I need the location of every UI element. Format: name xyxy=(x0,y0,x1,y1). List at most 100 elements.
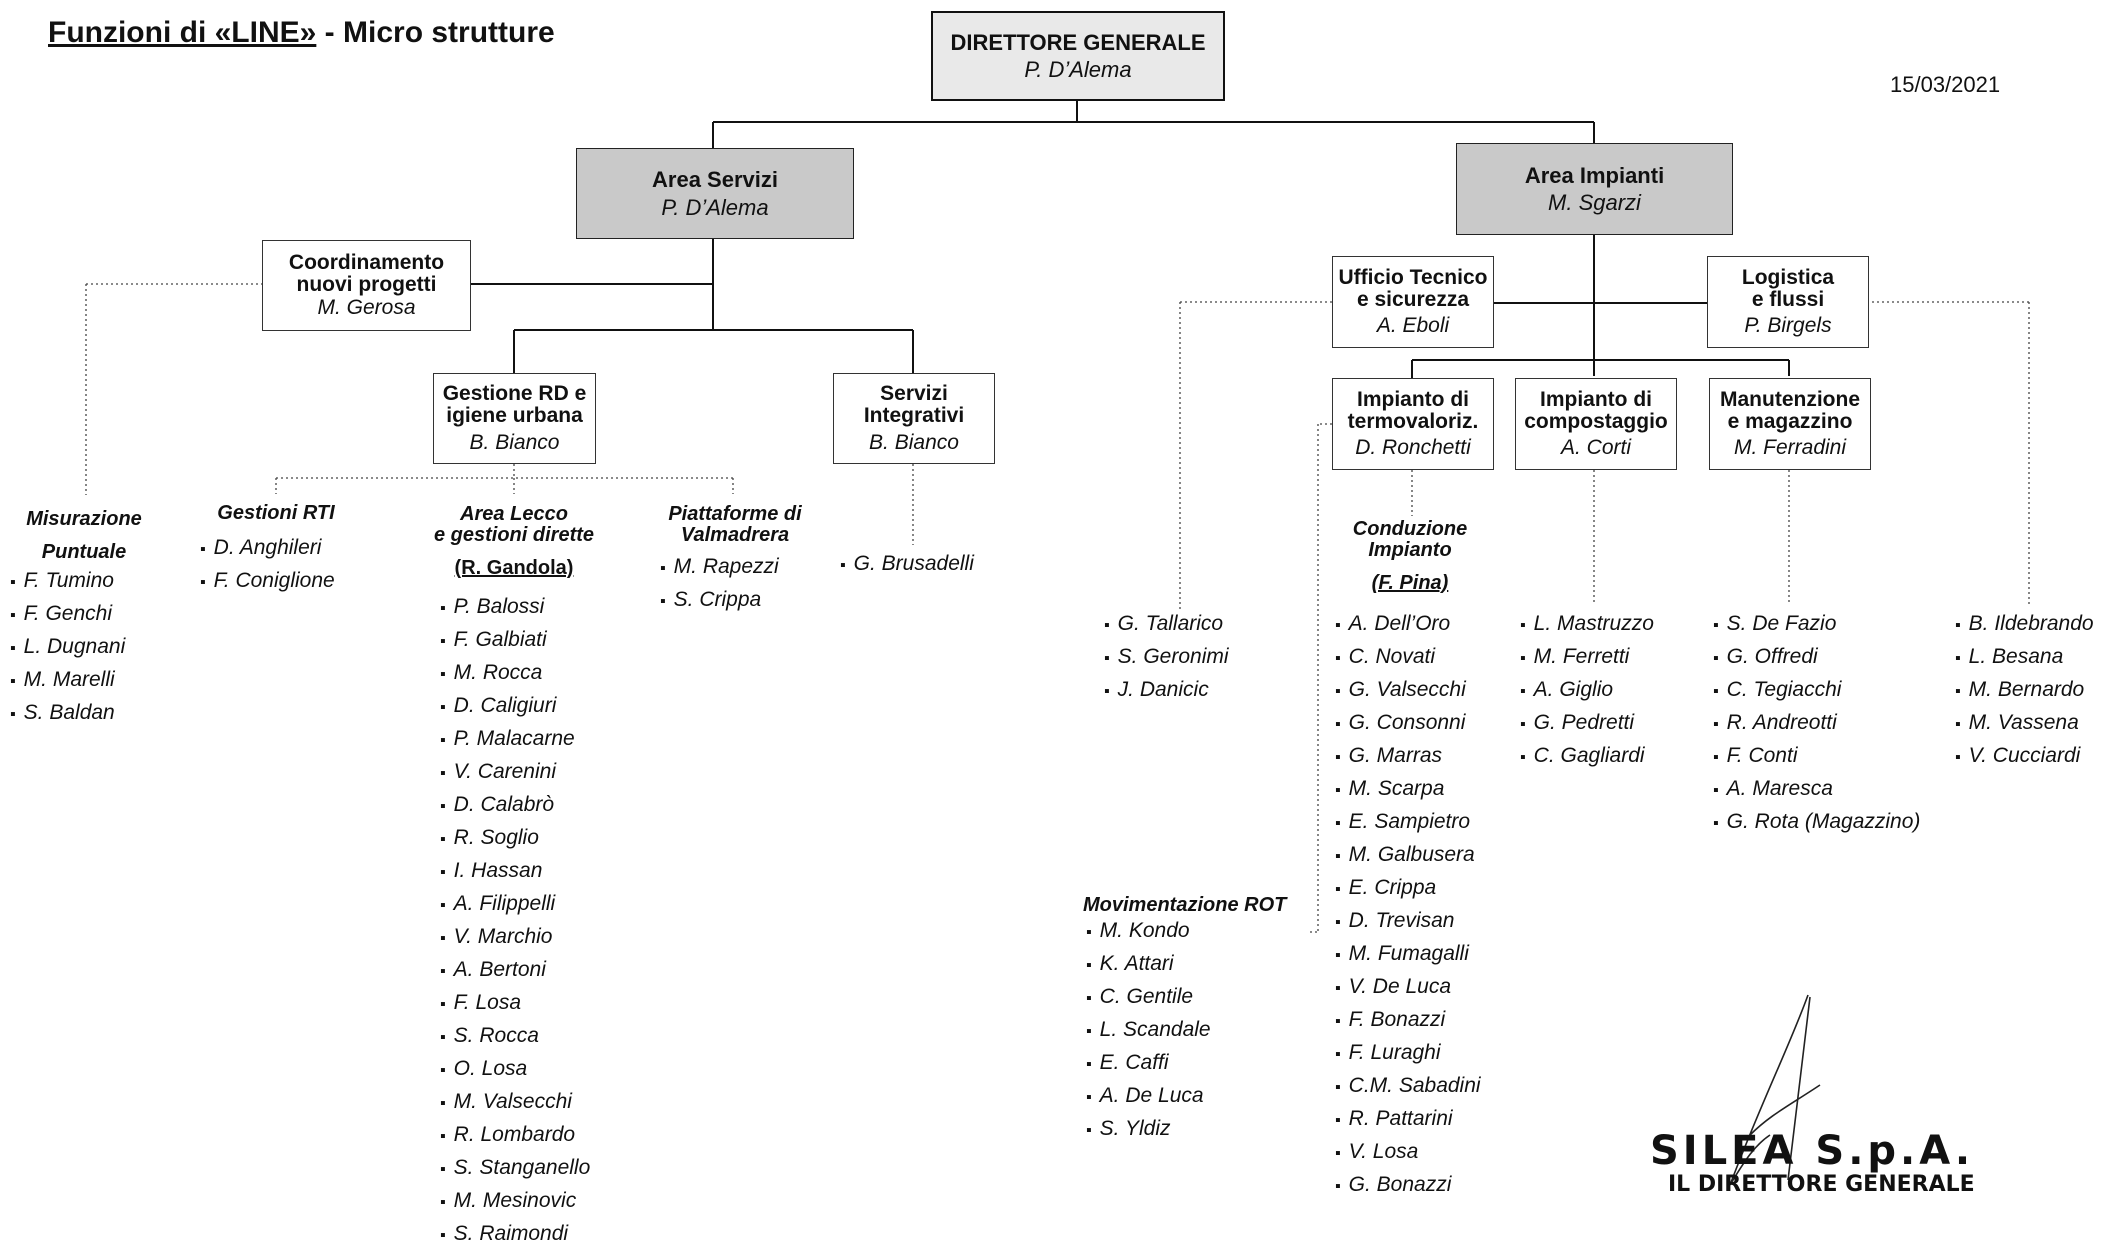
person-name: F. Genchi xyxy=(10,598,125,631)
box-title-line2: compostaggio xyxy=(1524,409,1668,433)
group-title-line1: Area Lecco xyxy=(460,503,568,525)
person-name: A. Maresca xyxy=(1713,773,1920,806)
person-name: F. Luraghi xyxy=(1335,1037,1481,1070)
box-title-line1: Coordinamento xyxy=(288,251,445,275)
person-name: D. Trevisan xyxy=(1335,905,1481,938)
person-name: F. Bonazzi xyxy=(1335,1004,1481,1037)
person-name: M. Bernardo xyxy=(1955,674,2094,707)
group-title-line3: (R. Gandola) xyxy=(454,557,574,579)
box-compostaggio: Impianto di compostaggio A. Corti xyxy=(1515,378,1677,470)
person-name: D. Caligiuri xyxy=(440,690,590,723)
list-manutenzione: S. De FazioG. OffrediC. TegiacchiR. Andr… xyxy=(1713,608,1921,839)
box-person: P. Birgels xyxy=(1744,314,1832,338)
org-connectors xyxy=(85,101,2030,933)
person-name: S. Crippa xyxy=(660,584,779,617)
group-title-line1: Gestioni RTI xyxy=(217,502,335,524)
person-name: M. Valsecchi xyxy=(440,1086,590,1119)
box-direttore-generale: DIRETTORE GENERALE P. D’Alema xyxy=(931,11,1225,101)
box-person: A. Corti xyxy=(1560,436,1631,460)
person-name: E. Sampietro xyxy=(1335,806,1481,839)
box-title-line2: e flussi xyxy=(1751,287,1825,311)
person-name: G. Consonni xyxy=(1335,707,1481,740)
person-name: D. Calabrò xyxy=(440,789,590,822)
person-name: K. Attari xyxy=(1086,948,1211,981)
group-title-line1: Conduzione xyxy=(1352,518,1468,540)
person-name: R. Soglio xyxy=(440,822,590,855)
box-title-line1: Manutenzione xyxy=(1720,387,1860,411)
box-title-line2: termovaloriz. xyxy=(1347,409,1479,433)
list-servizi-integrativi: G. Brusadelli xyxy=(840,548,974,581)
box-person: B. Bianco xyxy=(869,430,959,454)
person-name: A. Filippelli xyxy=(440,888,590,921)
person-name: P. Malacarne xyxy=(440,723,590,756)
person-name: G. Valsecchi xyxy=(1335,674,1481,707)
box-person: M. Ferradini xyxy=(1733,436,1847,460)
stamp-role: IL DIRETTORE GENERALE xyxy=(1668,1172,1975,1197)
person-name: I. Hassan xyxy=(440,855,590,888)
handwritten-signature xyxy=(1729,994,1821,1186)
person-name: C.M. Sabadini xyxy=(1335,1070,1481,1103)
person-name: S. Raimondi xyxy=(440,1218,590,1251)
company-stamp: SILEA S.p.A. xyxy=(1650,1128,1975,1174)
group-title-movimentazione: Movimentazione ROT xyxy=(1083,895,1303,916)
group-title-line1: Misurazione xyxy=(26,508,142,530)
person-name: O. Losa xyxy=(440,1053,590,1086)
person-name: R. Pattarini xyxy=(1335,1103,1481,1136)
person-name: E. Caffi xyxy=(1086,1047,1211,1080)
box-person: D. Ronchetti xyxy=(1355,436,1471,460)
person-name: F. Conti xyxy=(1713,740,1920,773)
box-title-line2: igiene urbana xyxy=(446,404,583,428)
person-name: A. Giglio xyxy=(1520,674,1654,707)
box-area-impianti: Area Impianti M. Sgarzi xyxy=(1456,143,1733,235)
list-ufficio-tecnico: G. TallaricoS. GeronimiJ. Danicic xyxy=(1104,608,1229,707)
box-manutenzione: Manutenzione e magazzino M. Ferradini xyxy=(1709,378,1871,470)
person-name: G. Brusadelli xyxy=(840,548,974,581)
person-name: L. Mastruzzo xyxy=(1520,608,1654,641)
person-name: B. Ildebrando xyxy=(1955,608,2094,641)
person-name: S. Stanganello xyxy=(440,1152,591,1185)
group-title-line1: Movimentazione ROT xyxy=(1083,894,1287,916)
person-name: F. Losa xyxy=(440,987,590,1020)
box-gestione-rd: Gestione RD e igiene urbana B. Bianco xyxy=(433,373,596,464)
person-name: S. Rocca xyxy=(440,1020,590,1053)
person-name: C. Gentile xyxy=(1086,981,1211,1014)
list-lecco: P. BalossiF. GalbiatiM. RoccaD. Caligiur… xyxy=(440,591,591,1251)
person-name: S. De Fazio xyxy=(1713,608,1920,641)
group-title-rti: Gestioni RTI xyxy=(206,503,346,524)
person-name: G. Tallarico xyxy=(1104,608,1229,641)
list-conduzione: A. Dell’OroC. NovatiG. ValsecchiG. Conso… xyxy=(1335,608,1481,1202)
box-servizi-integrativi: Servizi Integrativi B. Bianco xyxy=(833,373,995,464)
list-piattaforme: M. RapezziS. Crippa xyxy=(660,551,779,617)
box-person: M. Sgarzi xyxy=(1548,190,1641,215)
group-title-conduzione: Conduzione Impianto (F. Pina) xyxy=(1330,519,1490,594)
person-name: A. De Luca xyxy=(1086,1080,1211,1113)
group-title-line3: (F. Pina) xyxy=(1371,572,1449,594)
person-name: C. Tegiacchi xyxy=(1713,674,1920,707)
group-title-piattaforme: Piattaforme di Valmadrera xyxy=(650,504,820,546)
group-title-line2: Puntuale xyxy=(41,541,127,563)
person-name: F. Galbiati xyxy=(440,624,590,657)
box-title-line2: Integrativi xyxy=(863,404,965,428)
person-name: M. Fumagalli xyxy=(1335,938,1481,971)
person-name: L. Scandale xyxy=(1086,1014,1211,1047)
box-area-servizi: Area Servizi P. D’Alema xyxy=(576,148,854,239)
person-name: M. Rapezzi xyxy=(660,551,779,584)
box-title-line1: Servizi xyxy=(880,382,948,406)
list-logistica: B. IldebrandoL. BesanaM. BernardoM. Vass… xyxy=(1955,608,2094,773)
person-name: D. Anghileri xyxy=(200,532,335,565)
group-title-line2: Valmadrera xyxy=(680,524,790,546)
group-title-line2: e gestioni dirette xyxy=(433,524,595,546)
list-movimentazione: M. KondoK. AttariC. GentileL. ScandaleE.… xyxy=(1086,915,1211,1146)
title-rest: Micro strutture xyxy=(343,16,555,49)
title-main: Funzioni di «LINE» xyxy=(48,16,317,49)
person-name: V. Marchio xyxy=(440,921,590,954)
person-name: M. Ferretti xyxy=(1520,641,1654,674)
person-name: V. Carenini xyxy=(440,756,590,789)
person-name: M. Kondo xyxy=(1086,915,1211,948)
person-name: M. Marelli xyxy=(10,664,125,697)
title-separator: - xyxy=(316,16,344,49)
person-name: L. Dugnani xyxy=(10,631,126,664)
box-title-line1: Gestione RD e xyxy=(442,382,587,406)
person-name: V. Losa xyxy=(1335,1136,1481,1169)
person-name: M. Scarpa xyxy=(1335,773,1481,806)
